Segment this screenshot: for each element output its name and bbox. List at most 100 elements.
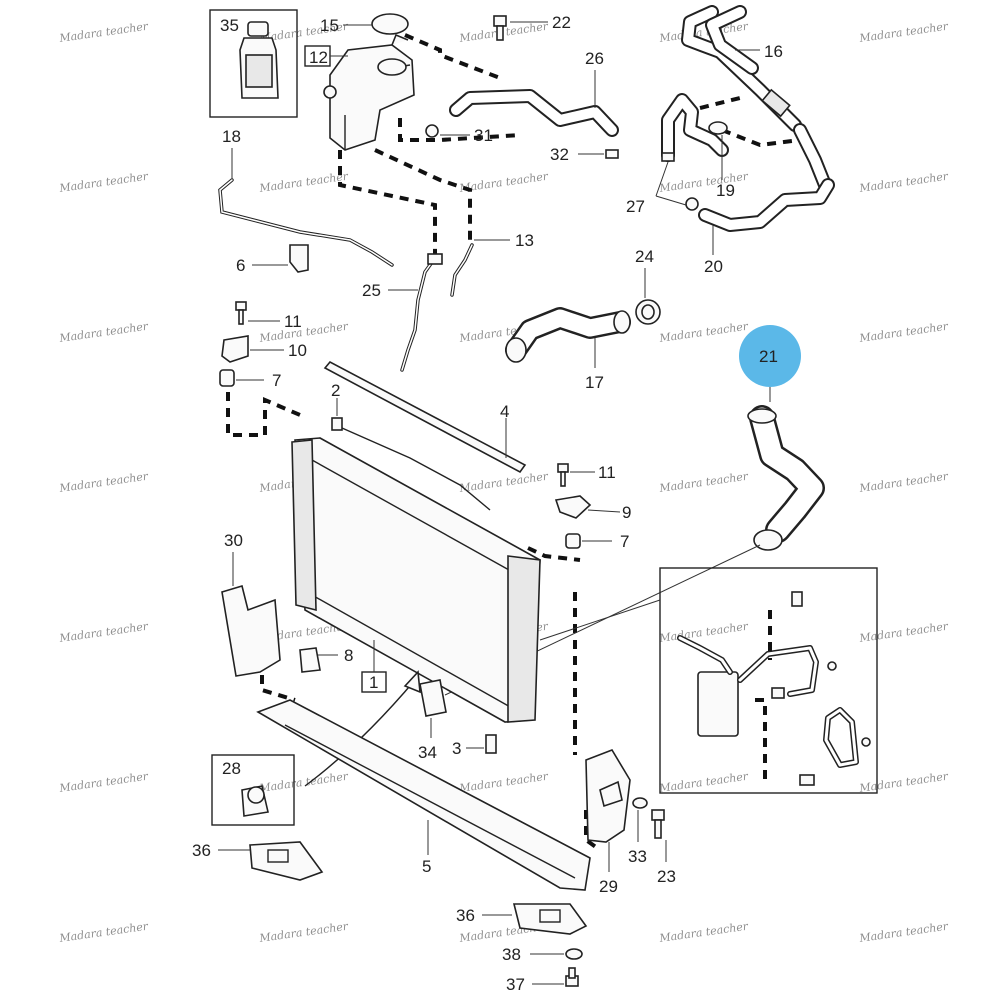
bolt-part-11-upper: 11 <box>235 301 302 331</box>
bolt-part-23: 23 <box>651 809 676 886</box>
detail-box-part-28: 28 <box>211 754 295 826</box>
callout-21: 21 <box>759 347 778 366</box>
washer-part-38: 38 <box>502 945 583 964</box>
watermark: Madara teacher <box>58 470 150 496</box>
callout-17: 17 <box>585 373 604 392</box>
oil-cooler-inset <box>539 567 878 794</box>
watermark: Madara teacher <box>658 170 750 196</box>
overflow-pipe-part-25: 25 <box>362 253 443 372</box>
callout-31: 31 <box>474 126 493 145</box>
callout-19: 19 <box>716 181 735 200</box>
callout-3: 3 <box>452 739 461 758</box>
bracket-part-36-right: 36 <box>456 903 588 935</box>
callout-8: 8 <box>344 646 353 665</box>
watermark: Madara teacher <box>658 470 750 496</box>
radiator-part-1: 1 <box>291 437 541 723</box>
callout-34: 34 <box>418 743 437 762</box>
callout-36-right: 36 <box>456 906 475 925</box>
rubber-mount-part-7-mid: 7 <box>565 532 629 551</box>
bolt-part-22: 22 <box>493 13 571 41</box>
coolant-bottle-part-35: 35 <box>209 9 298 118</box>
radiator-hose-part-17: 17 <box>505 307 631 392</box>
watermark: Madara teacher <box>58 770 150 796</box>
clamp-part-31: 31 <box>425 124 493 145</box>
clamp-part-27: 27 <box>626 152 699 216</box>
callout-4: 4 <box>500 402 509 421</box>
callout-20: 20 <box>704 257 723 276</box>
callout-27: 27 <box>626 197 645 216</box>
watermark: Madara teacher <box>258 920 350 946</box>
callout-11-mid: 11 <box>598 463 616 482</box>
watermark: Madara teacher <box>658 620 750 646</box>
callout-35: 35 <box>220 16 239 35</box>
callout-2: 2 <box>331 381 340 400</box>
callout-30: 30 <box>224 531 243 550</box>
watermark: Madara teacher <box>858 770 950 796</box>
callout-13: 13 <box>515 231 534 250</box>
watermark: Madara teacher <box>458 470 550 496</box>
watermark: Madara teacher <box>58 620 150 646</box>
callout-15: 15 <box>320 16 339 35</box>
rubber-mount-part-8: 8 <box>299 646 353 673</box>
callout-12: 12 <box>309 48 328 67</box>
sensor-part-2: 2 <box>331 381 491 511</box>
callout-29: 29 <box>599 877 618 896</box>
callout-28: 28 <box>222 759 241 778</box>
callout-6: 6 <box>236 256 245 275</box>
callout-23: 23 <box>657 867 676 886</box>
callout-5: 5 <box>422 857 431 876</box>
hose-part-20: 20 <box>698 178 835 276</box>
highlight-badge <box>739 325 801 387</box>
watermark: Madara teacher <box>58 320 150 346</box>
bleed-pipe-part-13: 13 <box>450 231 534 297</box>
bolt-part-11-mid: 11 <box>557 463 616 487</box>
watermark: Madara teacher <box>858 320 950 346</box>
hose-part-26: 26 <box>449 49 619 137</box>
callout-16: 16 <box>764 42 783 61</box>
bolt-part-37: 37 <box>506 967 579 994</box>
callout-18: 18 <box>222 127 241 146</box>
expansion-tank-part-12: 12 15 <box>304 13 415 151</box>
watermark: Madara teacher <box>858 920 950 946</box>
callout-37: 37 <box>506 975 525 994</box>
watermark: Madara teacher <box>658 320 750 346</box>
washer-part-33: 33 <box>628 797 648 866</box>
rubber-mount-part-7-upper: 7 <box>219 369 281 390</box>
hose-assembly-part-16: 16 <box>681 5 832 192</box>
lower-hose-part-21: 21 <box>444 325 825 696</box>
callout-7-mid: 7 <box>620 532 629 551</box>
support-panel-part-5: 5 <box>256 699 591 891</box>
bracket-part-10: 10 <box>221 335 307 363</box>
hose-clamp-part-24: 24 <box>635 247 661 325</box>
watermark: Madara teacher <box>458 770 550 796</box>
callout-32: 32 <box>550 145 569 164</box>
callout-26: 26 <box>585 49 604 68</box>
side-bracket-part-30: 30 <box>221 531 281 677</box>
callout-7-upper: 7 <box>272 371 281 390</box>
watermark: Madara teacher <box>258 170 350 196</box>
callout-1: 1 <box>369 673 378 692</box>
watermark: Madara teacher <box>658 770 750 796</box>
callout-11-upper: 11 <box>284 312 302 331</box>
watermark: Madara teacher <box>658 920 750 946</box>
callout-10: 10 <box>288 341 307 360</box>
callout-22: 22 <box>552 13 571 32</box>
callout-36-left: 36 <box>192 841 211 860</box>
watermark: Madara teacher <box>58 920 150 946</box>
callout-9: 9 <box>622 503 631 522</box>
assembly-dashed-lines <box>226 33 801 852</box>
bracket-part-36-left: 36 <box>192 841 324 881</box>
watermark: Madara teacher <box>58 20 150 46</box>
callout-33: 33 <box>628 847 647 866</box>
callout-24: 24 <box>635 247 654 266</box>
clip-part-6: 6 <box>236 244 309 275</box>
bracket-part-9: 9 <box>554 495 631 522</box>
sensor-wire-part-18: 18 <box>218 127 394 267</box>
callout-25: 25 <box>362 281 381 300</box>
watermark: Madara teacher <box>858 20 950 46</box>
watermark: Madara teacher <box>858 470 950 496</box>
drain-plug-part-3: 3 <box>452 734 497 758</box>
watermark: Madara teacher <box>858 620 950 646</box>
watermark: Madara teacher <box>58 170 150 196</box>
